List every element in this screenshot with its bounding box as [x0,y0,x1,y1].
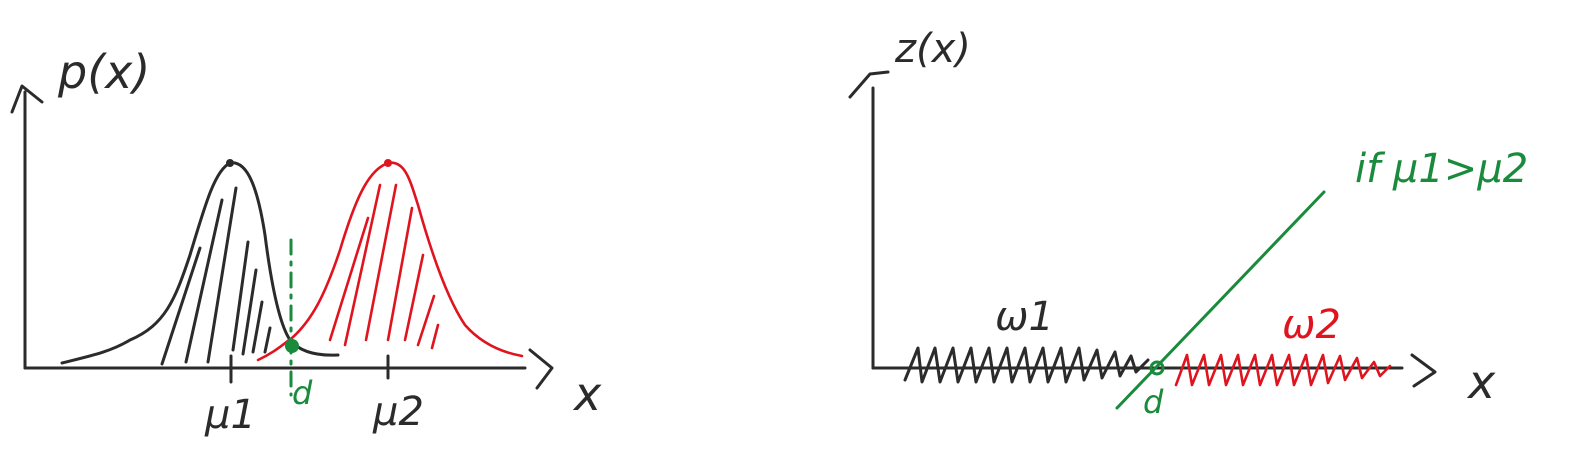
left-x-axis-arrowhead [528,348,554,390]
left-threshold-label: d [292,374,313,412]
right-y-axis-arrowhead [848,70,890,99]
left-x-axis-label: x [572,367,602,421]
left-threshold-point [285,339,299,353]
omega1-label: ω1 [995,294,1054,340]
right-panel: z(x) x ω1 ω2 d if μ1>μ2 [848,26,1528,421]
left-y-axis-arrowhead [10,84,44,114]
class1-hatching [160,186,272,366]
omega2-region-squiggle [1174,353,1392,387]
right-threshold-label: d [1143,383,1164,421]
class2-peak-dot [384,159,392,167]
line-condition-annotation: if μ1>μ2 [1355,146,1528,192]
class2-hatching [328,183,440,350]
mu2-tick-label: μ2 [372,389,424,435]
mu1-tick-label: μ1 [204,392,256,438]
left-panel: p(x) x μ1 μ2 [10,45,602,438]
right-x-axis-arrowhead [1410,353,1437,388]
omega2-label: ω2 [1282,302,1341,348]
right-threshold-point [1149,360,1165,376]
right-x-axis-label: x [1466,355,1496,409]
class1-peak-dot [226,159,234,167]
omega1-region-squiggle [903,346,1150,384]
right-y-axis-label: z(x) [894,26,971,72]
left-y-axis-label: p(x) [57,45,150,99]
